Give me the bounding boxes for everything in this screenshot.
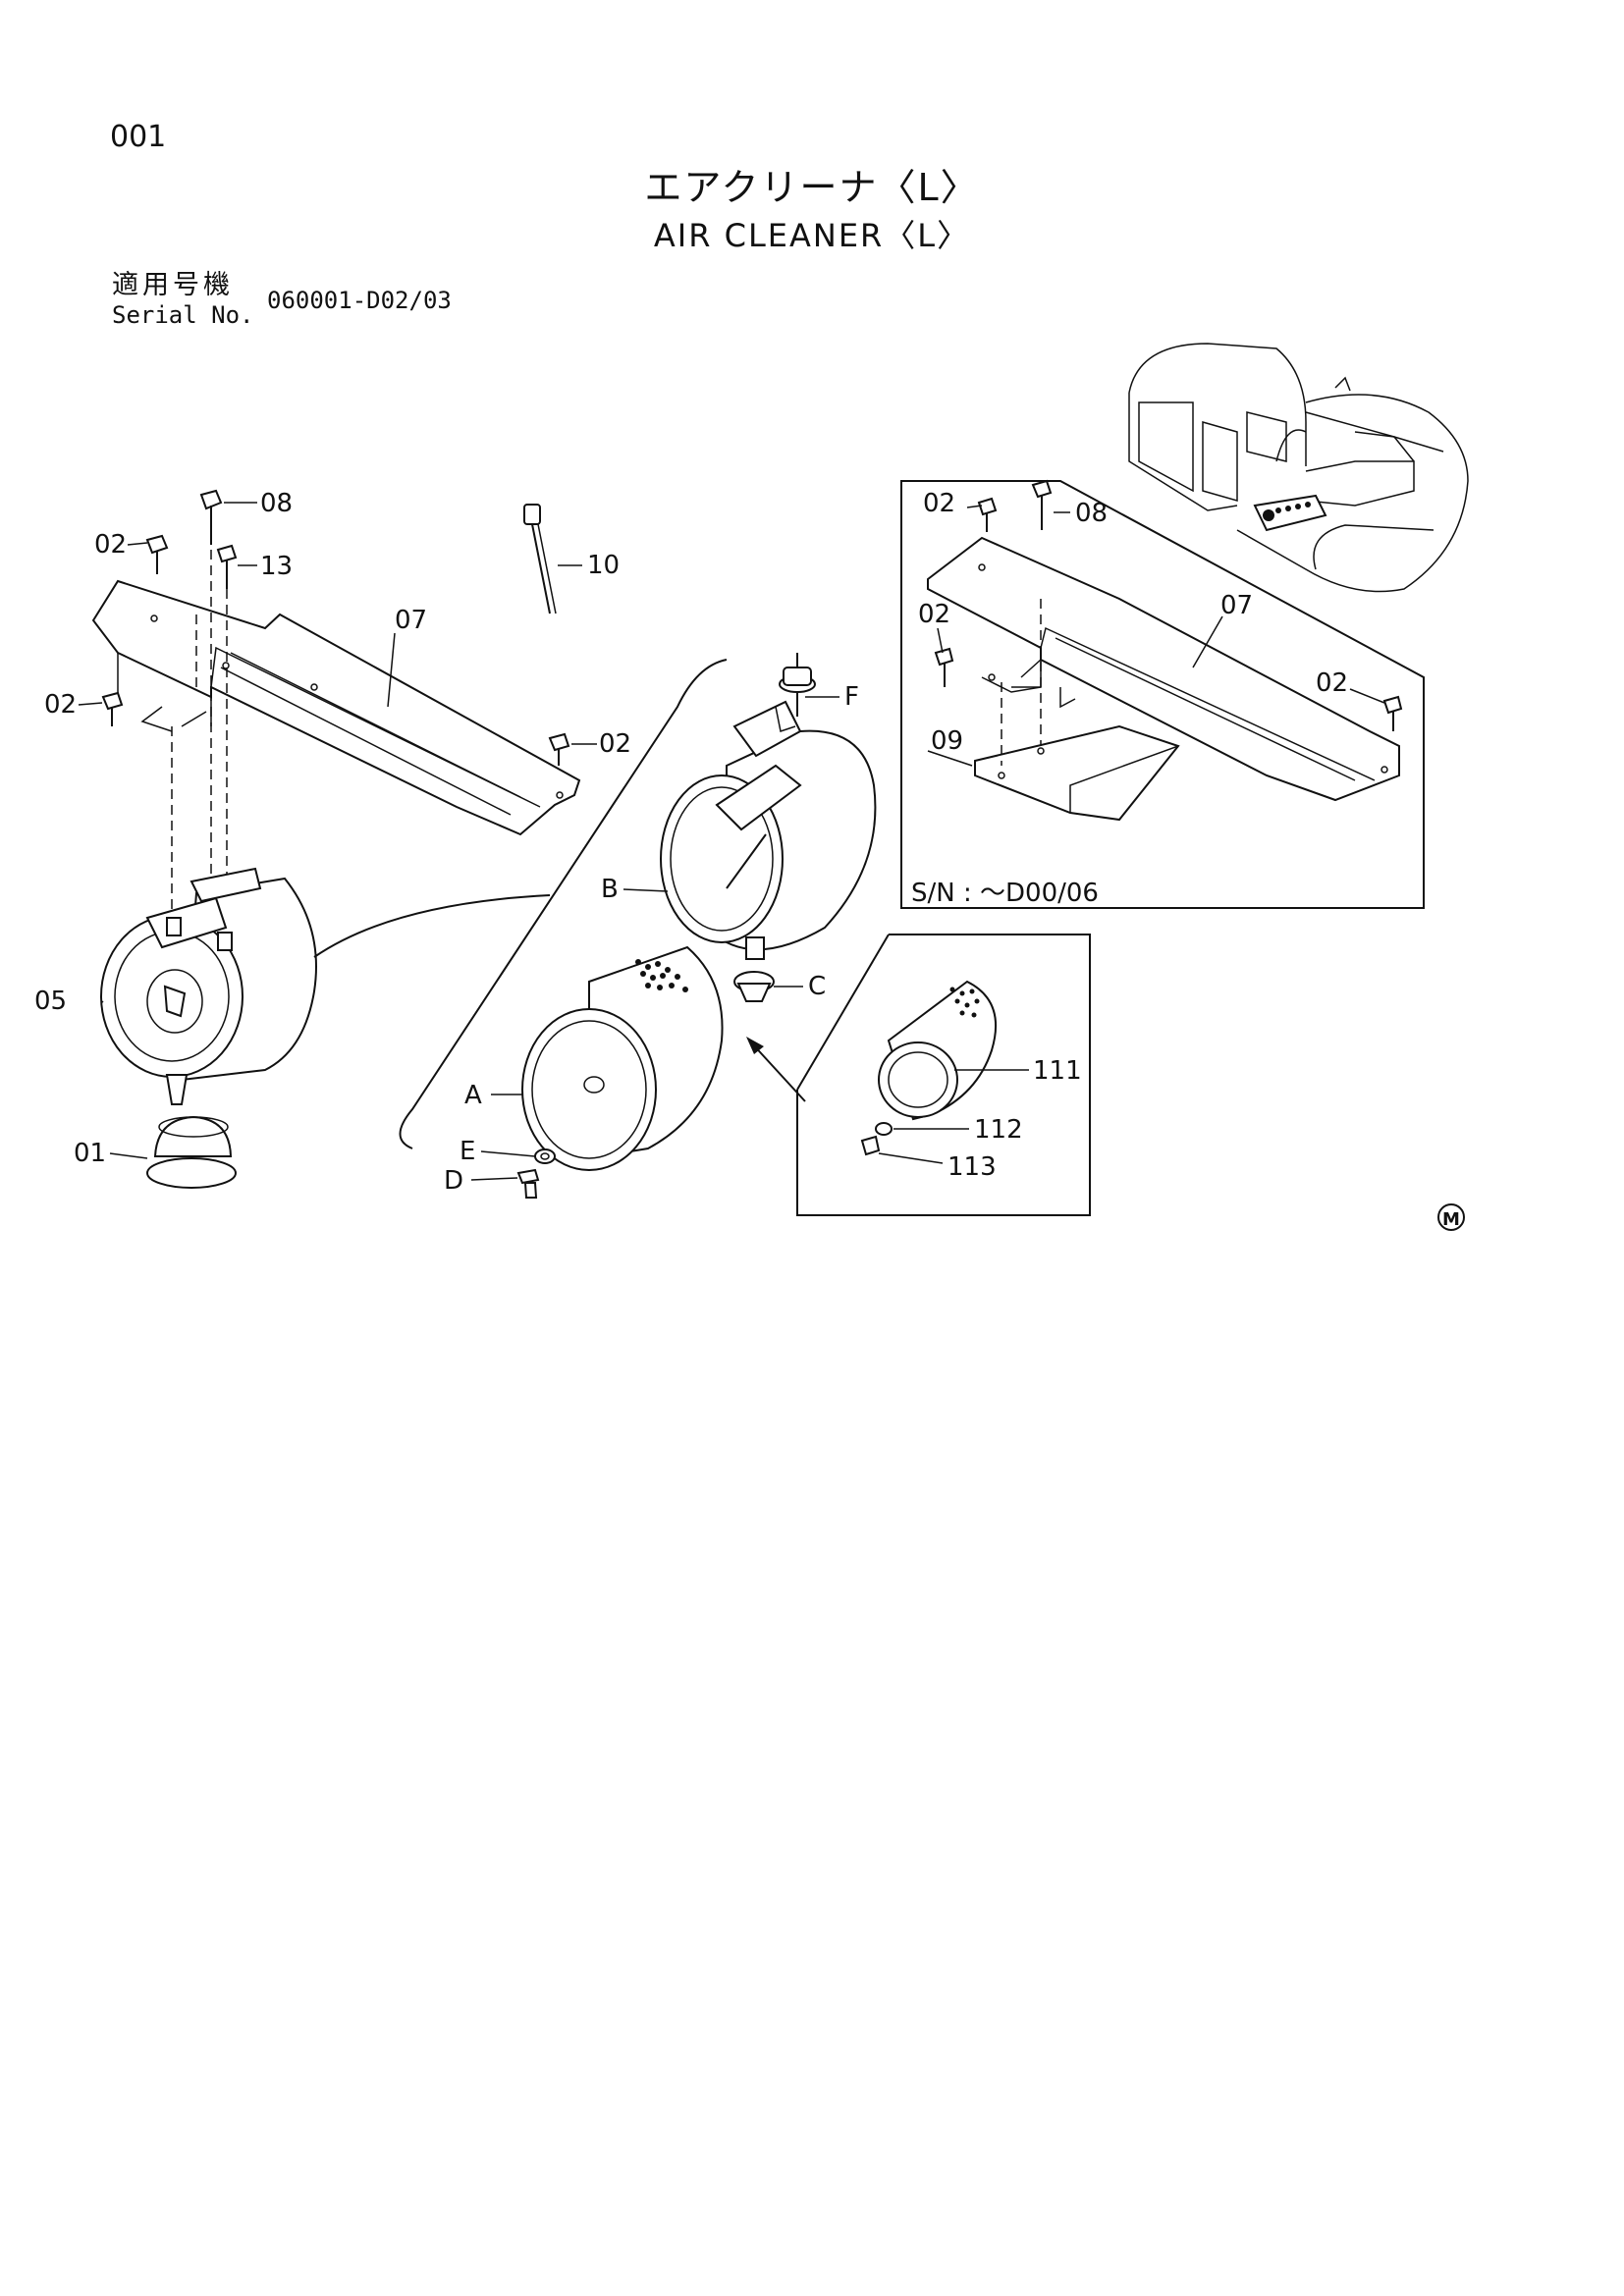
label-02-inset-top: 02 (923, 489, 955, 518)
inset-serial-note: S/N : ～D00/06 (911, 879, 1099, 908)
serial-number-value: 060001-D02/03 (267, 287, 452, 314)
inset-old-bracket (900, 479, 1425, 909)
bolt-08-left (199, 489, 223, 933)
serial-label-english: Serial No. (112, 301, 254, 329)
label-08-inset: 08 (1075, 499, 1108, 528)
label-f: F (844, 682, 859, 712)
label-08-left: 08 (260, 489, 293, 518)
label-113: 113 (947, 1152, 997, 1182)
label-a: A (464, 1081, 482, 1110)
cable-tie-10 (523, 504, 557, 614)
label-01: 01 (74, 1139, 106, 1168)
label-b: B (601, 875, 619, 904)
element-a (521, 945, 724, 1171)
label-02-inset-mid: 02 (918, 600, 950, 629)
label-07-left: 07 (395, 606, 427, 635)
bracket-assembly-left (91, 579, 581, 836)
label-d: D (444, 1166, 463, 1196)
leader-lines (78, 502, 1385, 1181)
m-mark-letter: M (1442, 1209, 1460, 1230)
label-02-left-top: 02 (94, 530, 127, 560)
inset-filter-elements (746, 934, 1091, 1216)
bolt-02-right-small (548, 732, 570, 766)
label-02-left-mid: 02 (44, 690, 77, 720)
m-mark: M (1437, 1203, 1465, 1231)
page-title-english: AIR CLEANER〈L〉 (653, 217, 971, 254)
page-title-japanese: エアクリーナ〈L〉 (644, 166, 980, 209)
excavator-outline (1128, 343, 1469, 593)
label-112: 112 (974, 1115, 1023, 1145)
cap-01 (146, 1115, 237, 1189)
serial-label-japanese: 適用号機 (112, 270, 234, 300)
indicator-f (779, 653, 816, 717)
label-02-inset-right: 02 (1316, 668, 1348, 698)
label-13: 13 (260, 552, 293, 581)
wing-nut-d (516, 1168, 540, 1199)
bolt-02-left-mid (101, 691, 124, 726)
label-c: C (808, 972, 826, 1001)
label-02-left-right: 02 (599, 729, 631, 759)
exploded-group-bracket (399, 659, 728, 1149)
valve-c (733, 971, 775, 1002)
page-number: 001 (110, 120, 167, 154)
label-10: 10 (587, 551, 620, 580)
label-e: E (460, 1137, 475, 1166)
air-cleaner-05 (100, 867, 551, 1105)
housing-b (660, 700, 877, 960)
label-07-inset: 07 (1220, 591, 1253, 620)
washer-e (534, 1148, 556, 1164)
label-111: 111 (1033, 1056, 1082, 1086)
bolt-02-left-top (145, 534, 169, 574)
label-05: 05 (34, 987, 67, 1016)
label-09: 09 (931, 726, 963, 756)
